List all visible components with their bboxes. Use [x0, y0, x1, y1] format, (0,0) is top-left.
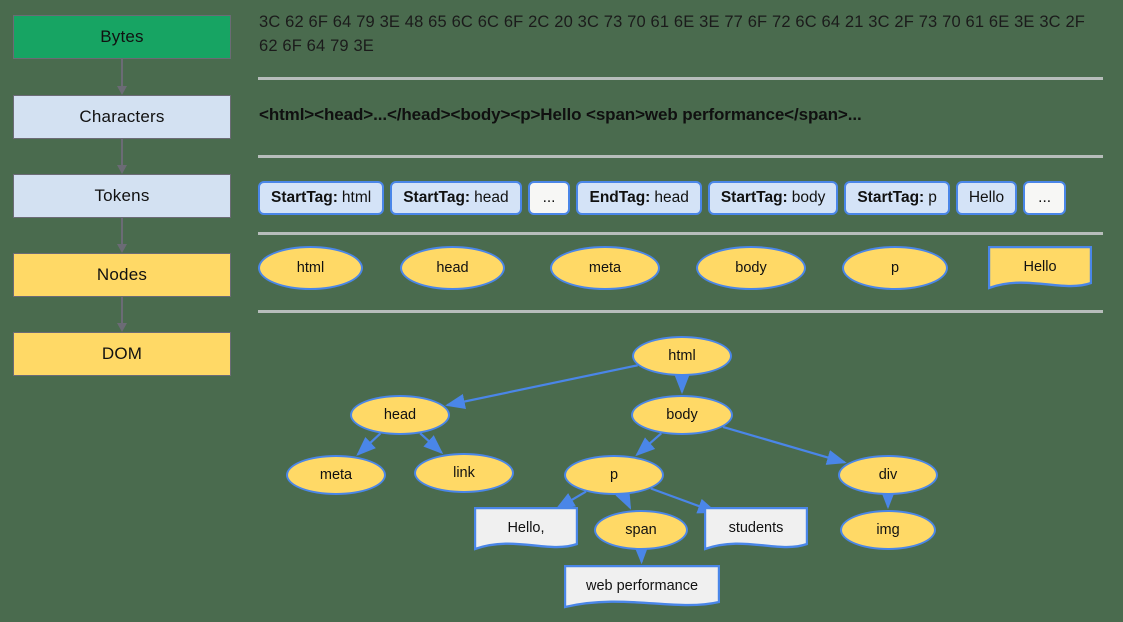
- dom-node-label: img: [876, 522, 900, 538]
- token-chip: StartTag:p: [844, 181, 950, 215]
- token-value: ...: [542, 189, 556, 206]
- dom-node-head: head: [350, 395, 450, 435]
- token-value: body: [791, 189, 826, 206]
- pipeline-stage-label: Nodes: [96, 265, 148, 284]
- pipeline-stage-label: DOM: [101, 344, 143, 363]
- token-value: head: [654, 189, 689, 206]
- pipeline-stage-label: Bytes: [100, 27, 144, 46]
- nodes-list: html head meta body p Hello: [258, 246, 1103, 292]
- divider-2: [258, 232, 1103, 235]
- tree-edge-head-to-meta: [356, 432, 382, 457]
- dom-node-label: students: [728, 520, 784, 536]
- dom-text-node-stud: students: [704, 507, 808, 553]
- pipeline-arrow-2: [116, 218, 127, 253]
- dom-node-div: div: [838, 455, 938, 495]
- divider-1: [258, 155, 1103, 158]
- characters-markup-text: <html><head>...</head><body><p>Hello <sp…: [259, 105, 862, 124]
- pipeline-stage-nodes: Nodes: [13, 253, 231, 297]
- parsed-text-node-hello: Hello: [988, 246, 1092, 292]
- dom-node-label: body: [666, 407, 698, 423]
- divider-3: [258, 310, 1103, 313]
- dom-node-span: span: [594, 510, 688, 550]
- tree-edge-html-to-head: [445, 364, 638, 410]
- dom-node-label: meta: [319, 467, 353, 483]
- dom-node-label: div: [878, 467, 898, 483]
- dom-node-p: p: [564, 455, 664, 495]
- dom-node-img: img: [840, 510, 936, 550]
- parsed-node-html: html: [258, 246, 363, 290]
- parsed-node-p: p: [842, 246, 948, 290]
- parsed-node-label: meta: [588, 260, 622, 276]
- dom-node-meta: meta: [286, 455, 386, 495]
- token-kind: StartTag:: [720, 189, 788, 206]
- parsed-node-meta: meta: [550, 246, 660, 290]
- parsed-node-label: body: [735, 260, 767, 276]
- dom-node-label: Hello,: [507, 520, 545, 536]
- dom-text-node-hello: Hello,: [474, 507, 578, 553]
- token-value: ...: [1038, 189, 1052, 206]
- dom-node-link: link: [414, 453, 514, 493]
- dom-node-label: link: [453, 465, 475, 481]
- token-value: Hello: [968, 189, 1005, 206]
- dom-node-html: html: [632, 336, 732, 376]
- dom-node-label: span: [625, 522, 657, 538]
- dom-node-label: html: [668, 348, 696, 364]
- pipeline-stage-dom: DOM: [13, 332, 231, 376]
- token-kind: StartTag:: [403, 189, 471, 206]
- token-value: p: [928, 189, 937, 206]
- token-chip: ...: [527, 181, 571, 215]
- token-chip: StartTag:head: [390, 181, 522, 215]
- pipeline-stage-tokens: Tokens: [13, 174, 231, 218]
- pipeline-stage-label: Tokens: [94, 186, 150, 205]
- dom-node-label: p: [609, 467, 619, 483]
- token-chip: StartTag:html: [258, 181, 385, 215]
- tree-edge-head-to-link: [419, 432, 444, 455]
- token-value: html: [341, 189, 372, 206]
- token-kind: StartTag:: [857, 189, 925, 206]
- pipeline-stage-characters: Characters: [13, 95, 231, 139]
- dom-node-body: body: [631, 395, 733, 435]
- token-chip: EndTag:head: [576, 181, 702, 215]
- parsed-node-label: html: [296, 260, 325, 276]
- tree-edge-p-to-span: [615, 488, 632, 510]
- parsed-node-label: p: [890, 260, 900, 276]
- token-kind: EndTag:: [589, 189, 651, 206]
- token-chip: ...: [1023, 181, 1067, 215]
- pipeline-arrow-1: [116, 139, 127, 174]
- bytes-hex-text: 3C 62 6F 64 79 3E 48 65 6C 6C 6F 2C 20 3…: [259, 13, 1086, 55]
- pipeline-arrow-3: [116, 297, 127, 332]
- token-chip: StartTag:body: [707, 181, 839, 215]
- pipeline-stage-bytes: Bytes: [13, 15, 231, 59]
- dom-node-label: head: [383, 407, 417, 423]
- pipeline-arrow-0: [116, 59, 127, 95]
- token-kind: StartTag:: [271, 189, 338, 206]
- parsed-node-head: head: [400, 246, 505, 290]
- parsed-node-label: Hello: [1023, 259, 1057, 275]
- tree-edge-body-to-p: [635, 432, 663, 457]
- tree-edge-body-to-div: [722, 425, 847, 465]
- parsed-node-label: head: [436, 260, 469, 276]
- pipeline-stage-label: Characters: [79, 107, 165, 126]
- parsed-node-body: body: [696, 246, 806, 290]
- dom-text-node-webp: web performance: [564, 565, 720, 611]
- token-value: head: [474, 189, 509, 206]
- token-chip: Hello: [955, 181, 1018, 215]
- divider-0: [258, 77, 1103, 80]
- dom-node-label: web performance: [585, 578, 699, 594]
